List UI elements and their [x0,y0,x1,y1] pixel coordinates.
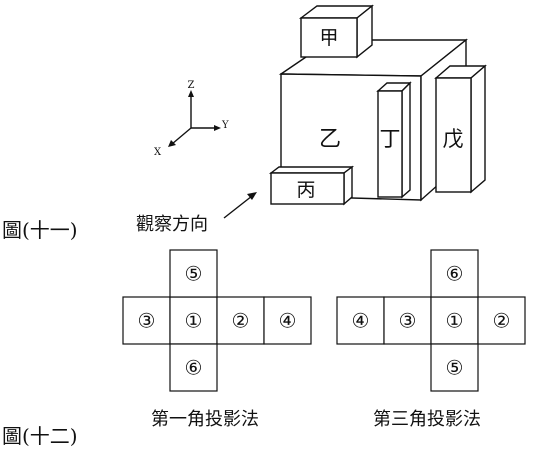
wu-bar-front [435,77,472,193]
first_angle-middle-1-label: ① [185,309,203,333]
third-angle-caption: 第三角投影法 [373,409,481,430]
ding-bar-front [377,90,403,198]
y-axis-arrow-icon [214,125,221,131]
z-axis-label: Z [188,80,195,91]
x-axis-arrow-icon [168,140,176,147]
xyz-axes: Z Y X [154,80,229,158]
third_angle-middle-1-label: ③ [399,309,417,333]
first_angle-middle-2-label: ② [232,309,250,333]
z-axis-arrow-icon [188,90,194,97]
third_angle-bottom-box [430,343,479,392]
bing-bar-side [343,165,353,206]
first-angle-caption: 第一角投影法 [151,409,259,430]
label-yi: 乙 [319,127,341,152]
third_angle-middle-2-box [430,296,479,345]
third_angle-middle-3-box [477,296,526,345]
label-bing: 丙 [296,179,315,201]
figure-11-block: 甲 乙 丁 戊 丙 [268,4,487,206]
label-jia: 甲 [319,27,338,49]
third-angle-net: ④ ③ ① ② ⑥ ⑤ [336,249,526,392]
label-wu: 戊 [443,127,464,151]
x-axis-line [171,127,192,145]
label-ding: 丁 [380,127,401,151]
bing-bar-top [268,166,355,174]
view-direction-arrow-icon [247,192,257,200]
first_angle-middle-1-box [169,296,218,345]
jia-box-front [300,17,358,58]
first_angle-top-label: ⑤ [185,262,203,286]
first_angle-middle-0-label: ③ [138,309,156,333]
first-angle-net: ③ ① ② ④ ⑤ ⑥ [122,249,312,392]
view-direction: 觀察方向 [136,192,257,235]
x-axis-label: X [154,147,162,158]
first_angle-bottom-label: ⑥ [185,356,203,380]
third_angle-top-box [430,249,479,298]
first_angle-top-box [169,249,218,298]
figure-12-caption: 圖(十二) [2,424,78,448]
third_angle-middle-3-label: ② [493,309,511,333]
first_angle-middle-3-label: ④ [279,309,297,333]
y-axis-label: Y [221,120,229,131]
first_angle-middle-3-box [263,296,312,345]
ding-bar-side [401,81,411,199]
third_angle-top-label: ⑥ [446,262,464,286]
view-direction-arrow-line [223,195,253,219]
view-direction-label: 觀察方向 [136,214,208,235]
first_angle-middle-0-box [122,296,171,345]
third_angle-middle-1-box [383,296,432,345]
third_angle-middle-2-label: ① [446,309,464,333]
bing-bar-front [270,172,345,205]
third_angle-middle-0-box [336,296,385,345]
third_angle-bottom-label: ⑤ [446,356,464,380]
third_angle-middle-0-label: ④ [352,309,370,333]
first_angle-bottom-box [169,343,218,392]
figure-11-caption: 圖(十一) [2,218,78,242]
wu-bar-side [470,64,486,194]
